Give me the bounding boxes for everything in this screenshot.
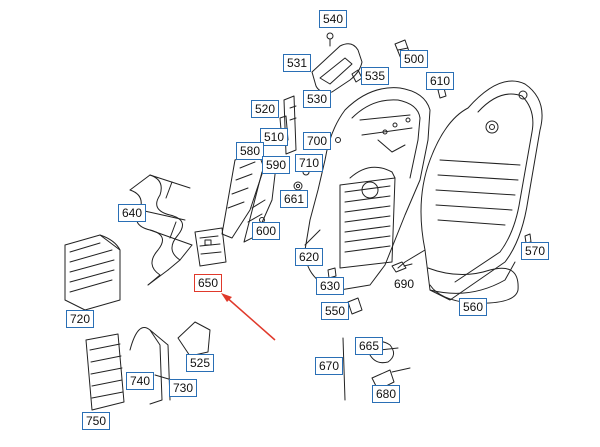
callout-560: 560 (459, 298, 488, 316)
callout-500: 500 (400, 50, 429, 68)
cushion-720-part (64, 234, 121, 311)
callout-710: 710 (295, 154, 324, 172)
pointer-arrow (221, 293, 276, 341)
upper-bracket-part (311, 32, 363, 93)
callout-740: 740 (126, 372, 155, 390)
seat-frame-part (304, 87, 431, 291)
callout-530: 530 (303, 90, 332, 108)
callout-520: 520 (251, 100, 280, 118)
callout-670: 670 (315, 357, 344, 375)
callout-630: 630 (316, 277, 345, 295)
callout-750: 750 (82, 412, 111, 430)
clip-550-part (347, 297, 363, 315)
callout-620: 620 (295, 248, 324, 266)
callout-550: 550 (321, 302, 350, 320)
callout-540: 540 (319, 10, 348, 28)
clip-630-part (327, 267, 337, 279)
wire-clip-690-part (391, 261, 413, 273)
callout-640: 640 (118, 204, 147, 222)
cushion-750-part (85, 333, 125, 411)
callout-610: 610 (426, 72, 455, 90)
callout-510: 510 (260, 128, 289, 146)
callout-665: 665 (355, 337, 384, 355)
foam-block-part (177, 321, 211, 357)
callout-580: 580 (236, 142, 265, 160)
callout-680: 680 (372, 385, 401, 403)
callout-730: 730 (169, 379, 198, 397)
clip-661-part (293, 181, 303, 191)
control-module-part (194, 227, 227, 267)
seat-back-shell-part (397, 80, 543, 301)
cable-loop-part (427, 267, 519, 304)
screw-700-part (335, 137, 341, 143)
callout-531: 531 (283, 54, 312, 72)
harness-part (129, 327, 173, 405)
spring-mat-part (129, 174, 193, 286)
callout-700: 700 (303, 132, 332, 150)
callout-535: 535 (361, 67, 390, 85)
cable-tie-part (342, 337, 346, 401)
callout-525: 525 (186, 354, 215, 372)
callout-661: 661 (280, 190, 309, 208)
callout-720: 720 (66, 310, 95, 328)
callout-590: 590 (262, 156, 291, 174)
callout-570: 570 (521, 242, 550, 260)
label-690: 690 (394, 277, 415, 291)
callout-650: 650 (194, 274, 223, 292)
callout-600: 600 (252, 222, 281, 240)
